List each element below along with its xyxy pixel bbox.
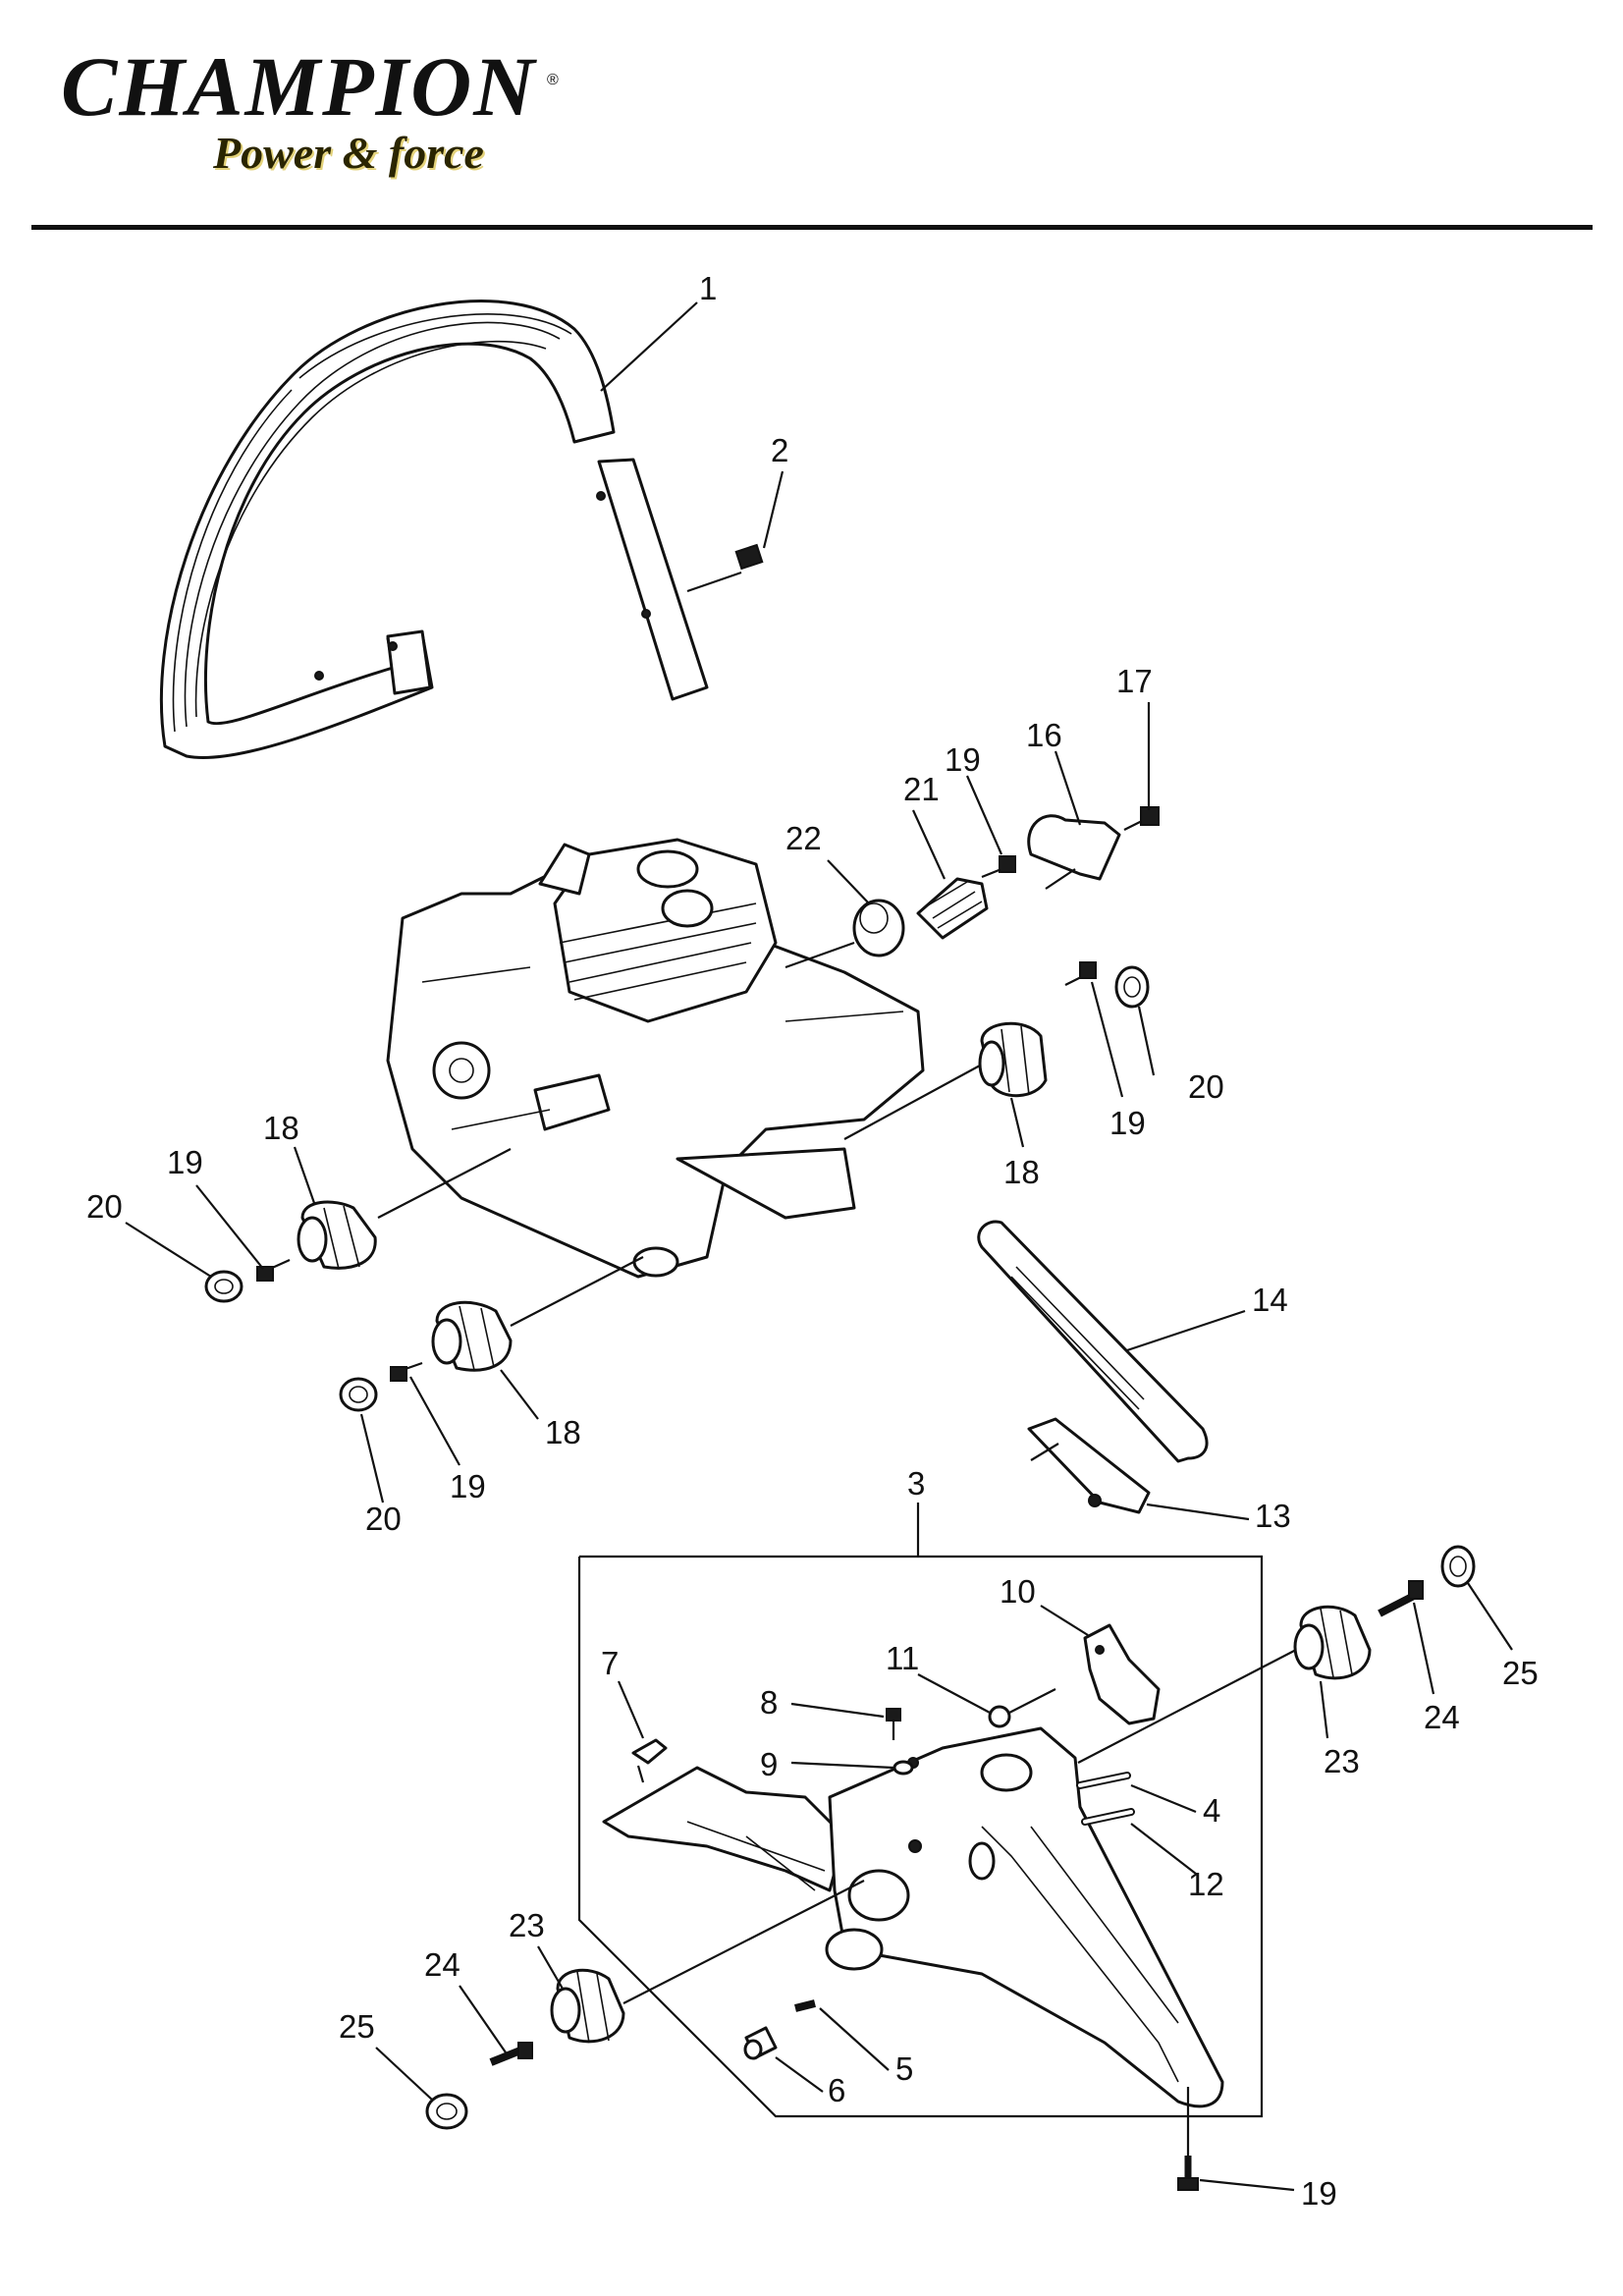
bumper-part-22 — [852, 899, 905, 957]
callout-19-left-lower: 19 — [450, 1468, 486, 1504]
callout-25-right: 25 — [1502, 1655, 1539, 1691]
front-handle-bar — [159, 300, 709, 760]
cap-part-25-left — [425, 2093, 468, 2130]
callout-22: 22 — [785, 820, 822, 856]
cap-part-20-left-upper — [204, 1270, 243, 1303]
callout-14: 14 — [1252, 1282, 1288, 1318]
leader-lines — [125, 301, 1513, 2192]
callout-10: 10 — [1000, 1573, 1036, 1610]
callout-18-left-lower: 18 — [545, 1414, 581, 1450]
cap-part-20-right — [1114, 965, 1150, 1009]
callout-labels: 1 2 3 4 5 6 7 8 9 10 11 12 13 14 16 17 1… — [86, 270, 1539, 2212]
screw-part-17 — [1123, 806, 1160, 831]
spring-part-11 — [988, 1688, 1056, 1728]
screw-part-19-left-lower — [390, 1361, 423, 1382]
callout-4: 4 — [1203, 1792, 1220, 1829]
callout-19-left-upper: 19 — [167, 1144, 203, 1180]
brand-tagline: Power & force — [213, 128, 484, 178]
callout-1: 1 — [699, 270, 717, 306]
brand-logo: CHAMPION ® Power & force — [61, 44, 571, 191]
bracket-part-16 — [1027, 814, 1121, 890]
pin-part-4 — [1076, 1772, 1131, 1789]
av-mount-part-23-right — [1293, 1605, 1372, 1680]
av-mount-part-18-left-lower — [431, 1300, 513, 1372]
callout-20-left-upper: 20 — [86, 1188, 123, 1225]
bracket-part-13 — [1027, 1417, 1151, 1514]
callout-18-right: 18 — [1003, 1154, 1040, 1190]
callout-12: 12 — [1188, 1866, 1224, 1902]
rear-handle-housing-part-3 — [602, 1726, 1224, 2108]
callout-16: 16 — [1026, 717, 1062, 753]
callout-20-left-lower: 20 — [365, 1501, 402, 1537]
brand-name: CHAMPION — [61, 39, 537, 134]
engine-assembly — [386, 838, 925, 1279]
callout-20-right: 20 — [1188, 1068, 1224, 1105]
screw-part-8 — [886, 1708, 901, 1740]
callout-3: 3 — [907, 1465, 925, 1502]
av-mount-part-18-right — [978, 1021, 1048, 1098]
callout-8: 8 — [760, 1684, 778, 1721]
screw-part-19-left-upper — [256, 1258, 291, 1282]
handle-cover-part-14 — [977, 1220, 1209, 1463]
screw-part-2 — [686, 543, 764, 593]
spring-part-21 — [916, 877, 989, 940]
registered-mark: ® — [547, 72, 559, 88]
callout-6: 6 — [828, 2072, 845, 2108]
bushing-part-6 — [743, 2026, 778, 2060]
callout-13: 13 — [1255, 1498, 1291, 1534]
screw-part-19-right — [1064, 961, 1097, 986]
callout-23-left: 23 — [509, 1907, 545, 1943]
callout-9: 9 — [760, 1746, 778, 1782]
callout-19-top: 19 — [945, 741, 981, 778]
callout-18-left-upper: 18 — [263, 1110, 299, 1146]
trigger-part-10 — [1083, 1623, 1161, 1725]
av-mount-part-18-left-upper — [297, 1200, 377, 1270]
cap-part-25-right — [1440, 1545, 1476, 1588]
cap-part-20-left-lower — [339, 1377, 378, 1412]
washer-part-9 — [893, 1760, 914, 1776]
bolt-part-24-left — [489, 2042, 533, 2066]
callout-11: 11 — [886, 1640, 919, 1676]
callout-21: 21 — [903, 771, 940, 807]
lever-part-7 — [631, 1738, 668, 1783]
callout-17: 17 — [1116, 663, 1153, 699]
callout-19-right: 19 — [1109, 1105, 1146, 1141]
callout-19-bottom: 19 — [1301, 2175, 1337, 2212]
screw-part-19-bottom — [1177, 2087, 1199, 2191]
bolt-part-24-right — [1378, 1580, 1424, 1617]
callout-24-right: 24 — [1424, 1699, 1460, 1735]
pin-part-12 — [1081, 1808, 1135, 1826]
callout-2: 2 — [771, 432, 788, 468]
av-mount-part-23-left — [550, 1968, 625, 2044]
callout-25-left: 25 — [339, 2008, 375, 2045]
callout-7: 7 — [601, 1645, 619, 1681]
callout-5: 5 — [895, 2050, 913, 2087]
callout-23-right: 23 — [1324, 1743, 1360, 1779]
screw-part-19-top — [981, 855, 1016, 879]
header-divider — [31, 225, 1593, 230]
callout-24-left: 24 — [424, 1946, 460, 1983]
spring-pin-part-5 — [794, 1999, 816, 2012]
part-3-group-box — [577, 1503, 1264, 2118]
